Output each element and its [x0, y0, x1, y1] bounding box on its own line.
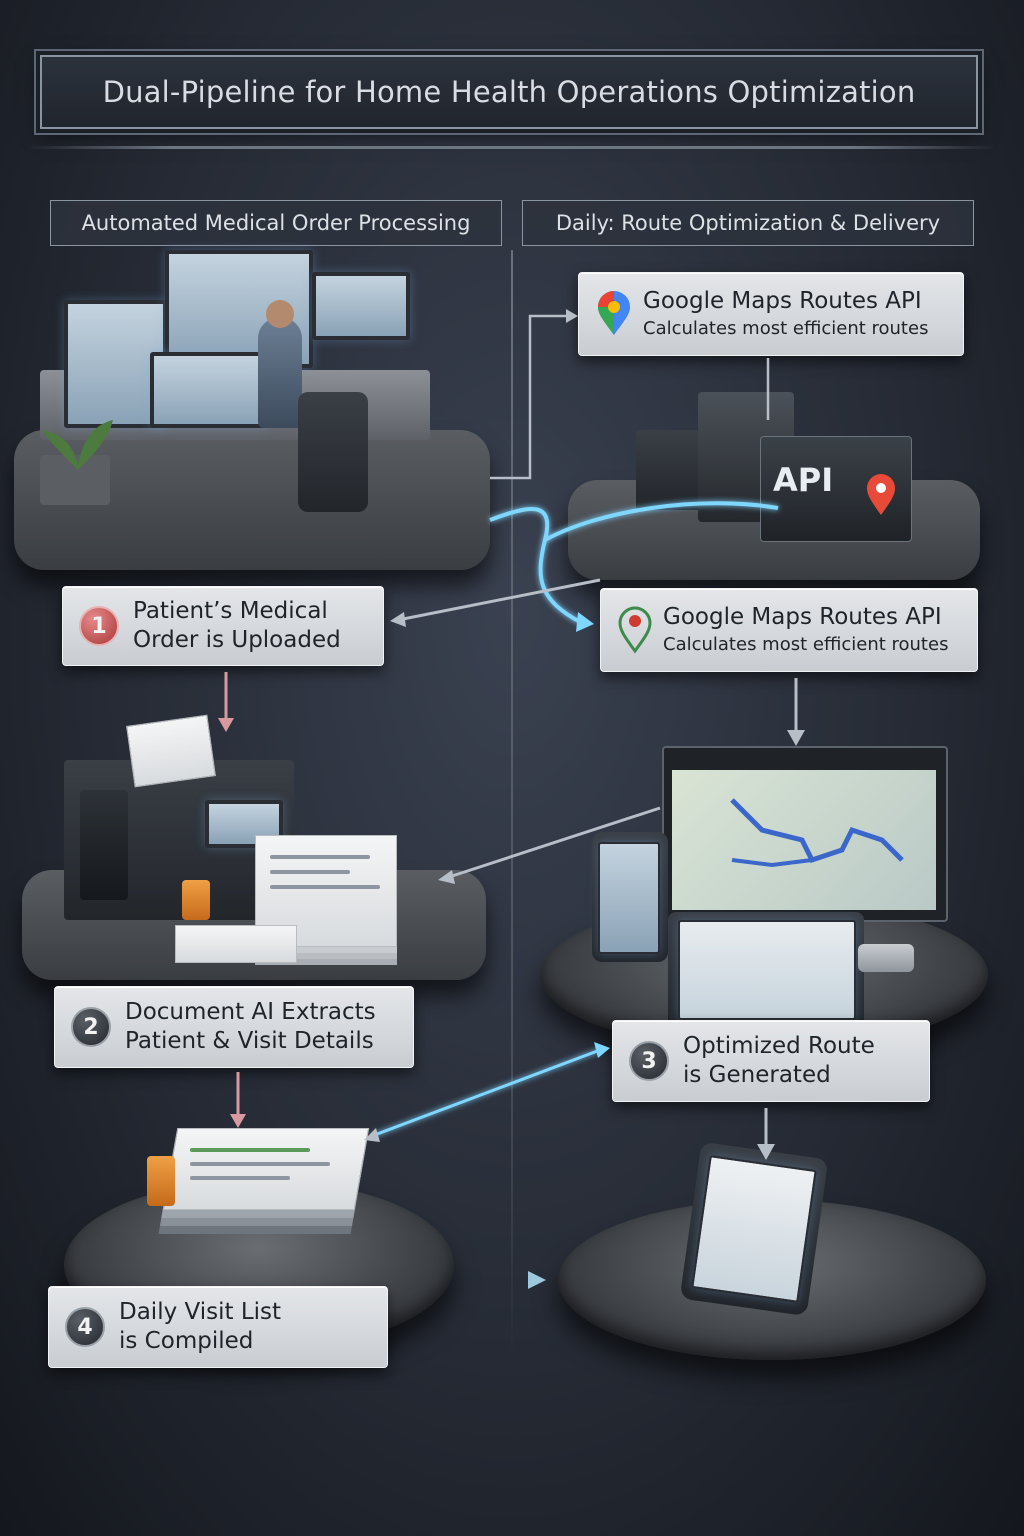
document-line	[270, 870, 350, 874]
google-maps-pin-icon	[598, 291, 630, 335]
route-path	[730, 798, 904, 868]
arrow-to-api-card-1	[490, 314, 566, 480]
visit-list-entry	[190, 1176, 290, 1180]
tablet-screen	[678, 920, 856, 1020]
title-underline	[28, 146, 996, 149]
visit-list-entry	[190, 1162, 330, 1166]
step-4-line1: Daily Visit List	[119, 1299, 282, 1325]
document-line	[270, 885, 380, 889]
step-2-line2: Patient & Visit Details	[125, 1028, 374, 1054]
monitor-left	[64, 300, 167, 428]
api-card-1: Google Maps Routes API Calculates most e…	[578, 272, 964, 356]
step-3-card: 3 Optimized Route is Generated	[612, 1020, 930, 1102]
glow-path-upload	[489, 507, 581, 624]
api-card-2-subtitle: Calculates most efficient routes	[663, 633, 949, 655]
mouse-device	[858, 944, 914, 972]
pill-bottle	[147, 1156, 175, 1206]
monitor-right	[312, 272, 410, 340]
step-1-line2: Order is Uploaded	[133, 627, 341, 653]
step-4-badge: 4	[65, 1307, 105, 1347]
left-column-header: Automated Medical Order Processing	[50, 200, 502, 246]
right-column-header: Daily: Route Optimization & Delivery	[522, 200, 974, 246]
visit-list-binders	[162, 1128, 370, 1210]
title-banner: Dual-Pipeline for Home Health Operations…	[40, 55, 978, 129]
server-rack-unit	[80, 790, 128, 900]
api-card-1-title: Google Maps Routes API	[643, 287, 922, 314]
medical-order-document	[126, 714, 216, 788]
step-4-line2: is Compiled	[119, 1328, 254, 1354]
clipboard-form	[175, 925, 297, 963]
office-chair	[298, 392, 368, 512]
api-card-2: Google Maps Routes API Calculates most e…	[600, 588, 978, 672]
pill-bottle	[182, 880, 210, 920]
column-divider	[511, 250, 513, 1360]
delivery-tablet-screen	[691, 1155, 817, 1303]
worker-figure	[258, 318, 302, 428]
location-pin-icon	[618, 606, 652, 654]
document-line	[270, 855, 370, 859]
page-title: Dual-Pipeline for Home Health Operations…	[102, 75, 916, 109]
plant-icon	[43, 420, 113, 470]
map-pin-icon	[867, 474, 895, 515]
worker-head	[266, 300, 294, 328]
arrow-to-step-1	[397, 578, 601, 622]
step-4-card: 4 Daily Visit List is Compiled	[48, 1286, 388, 1368]
step-3-line2: is Generated	[683, 1062, 831, 1088]
step-1-line1: Patient’s Medical	[133, 598, 328, 624]
step-2-card: 2 Document AI Extracts Patient & Visit D…	[54, 986, 414, 1068]
visit-list-entry	[190, 1148, 310, 1152]
step-2-badge: 2	[71, 1007, 111, 1047]
step-3-line1: Optimized Route	[683, 1033, 875, 1059]
api-card-2-title: Google Maps Routes API	[663, 603, 942, 630]
step-2-line1: Document AI Extracts	[125, 999, 376, 1025]
step-1-badge: 1	[79, 606, 119, 646]
step-3-badge: 3	[629, 1041, 669, 1081]
laptop-screen	[150, 352, 268, 428]
smartphone-screen	[598, 842, 660, 954]
api-server-label: API	[773, 461, 834, 499]
step-1-card: 1 Patient’s Medical Order is Uploaded	[62, 586, 384, 666]
api-card-1-subtitle: Calculates most efficient routes	[643, 317, 929, 339]
